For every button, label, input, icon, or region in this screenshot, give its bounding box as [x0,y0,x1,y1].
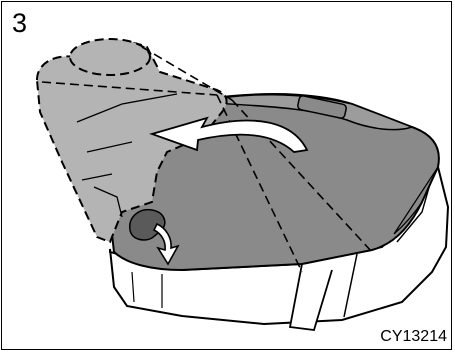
seat-illustration [2,2,453,351]
illustration-frame: 3 CY13214 [1,1,452,350]
step-number: 3 [12,8,27,39]
figure-code: CY13214 [380,328,447,346]
